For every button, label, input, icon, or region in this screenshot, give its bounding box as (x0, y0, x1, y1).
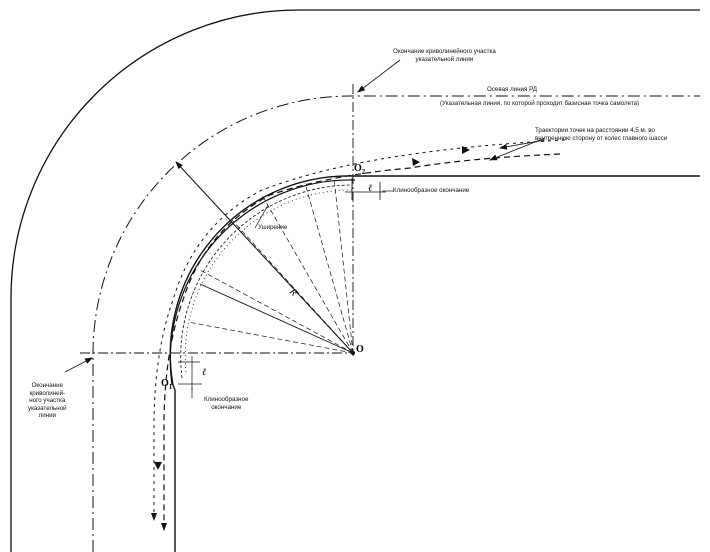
trajectory-leader-2 (499, 139, 546, 150)
fillet-widening-inner (180, 184, 354, 379)
point-o2-letter: O (354, 163, 362, 174)
outer-taxiway-edge (10, 9, 700, 552)
curve-end-left-line-5: линии (38, 412, 56, 420)
trajectory-outer (151, 139, 566, 521)
radius-line (175, 161, 354, 354)
fillet-widening-hatch (184, 189, 353, 373)
curve-end-top-leader (357, 59, 401, 93)
curve-end-left-line-1: Окончание (31, 382, 64, 389)
trajectory-label: Траектории точек на расстоянии 4,5 м. во… (535, 127, 667, 142)
curve-end-left-label: Окончание криволиней- ного участка указа… (28, 382, 67, 420)
wedge-length-top-symbol: ℓ (368, 183, 373, 194)
curve-end-left-line-3: ного участка (29, 397, 66, 405)
wedge-end-bottom-line-1: Клинообразное (204, 396, 249, 403)
point-o1-letter: O (161, 378, 169, 389)
trajectory-arrow-2 (412, 158, 420, 166)
wedge-length-bottom-symbol: ℓ (202, 367, 207, 378)
curve-end-left-line-2: криволиней- (29, 389, 66, 397)
point-o1-subscript: 1 (168, 383, 173, 391)
guide-line-label: (Указательная линия, по которой проходит… (440, 100, 640, 107)
wedge-end-top-label: Клинообразное окончание (393, 187, 470, 194)
centerline-label: Осевая линия РД (487, 86, 537, 93)
trajectory-line-1: Траектории точек на расстоянии 4,5 м. во (535, 127, 655, 134)
widening-label: Уширение (258, 224, 288, 231)
trajectory-line-2: внутреннюю сторону от колес главного шас… (535, 134, 668, 142)
trajectory-inner (161, 153, 561, 531)
point-o2-label: O2 (354, 163, 365, 176)
trajectory-arrow-1 (462, 146, 470, 154)
point-o1-label: O1 (161, 378, 172, 391)
taxiway-centerline (92, 95, 700, 552)
wedge-end-bottom-line-2: окончание (211, 403, 242, 411)
curve-end-left-leader (64, 357, 93, 373)
center-point (351, 351, 355, 355)
curve-end-left-line-4: указательной (28, 404, 67, 412)
center-point-label: O (356, 344, 364, 355)
curve-end-top-line-1: Окончание криволинейного участка (393, 48, 496, 55)
radial-construction-lines (187, 177, 354, 354)
point-o2-subscript: 2 (361, 168, 366, 176)
radius-line-inner (199, 283, 354, 354)
inner-taxiway-edge (169, 175, 700, 552)
widening-leader (254, 204, 269, 229)
wedge-end-bottom-label: Клинообразное окончание (204, 396, 248, 411)
curve-end-top-line-2: указательной линии (415, 55, 474, 63)
curve-end-top-label: Окончание криволинейного участка указате… (393, 48, 496, 63)
trajectory-arrow-3 (154, 462, 162, 470)
